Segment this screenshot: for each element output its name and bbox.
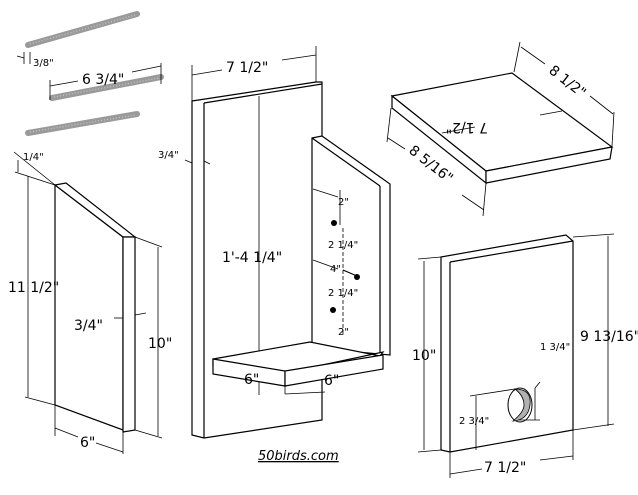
back-thickness-label: 3/4" — [158, 150, 179, 161]
dowel-3 — [25, 111, 140, 136]
dowel-length-label: 6 3/4" — [82, 72, 124, 88]
roof-inner-label: 7 1/2" — [446, 119, 488, 135]
dim-line — [539, 110, 563, 116]
dim-line — [49, 80, 79, 87]
side-panel: 1/4" 11 1/2" 10" 3/4" 6" — [8, 151, 172, 454]
dowel-1-texture — [29, 14, 136, 45]
dim-line — [16, 55, 25, 59]
dim-line — [342, 269, 358, 277]
dim-line — [417, 449, 442, 453]
dim-line — [441, 126, 476, 134]
dowel-spacing-4: 2 1/4" — [328, 288, 358, 299]
dim-line — [203, 160, 211, 165]
dowel-hole-2 — [354, 274, 360, 280]
dim-line — [449, 468, 483, 475]
front-edge — [449, 240, 574, 263]
dim-line — [14, 171, 56, 186]
entrance-hole-depth — [511, 388, 531, 422]
dim-line — [417, 256, 442, 260]
back-width-label: 7 1/2" — [226, 60, 268, 76]
roof: 8 1/2" 7 1/2" 8 5/16" — [386, 41, 615, 217]
dim-line — [131, 65, 162, 73]
dim-line — [54, 427, 79, 438]
dowel-hole-3 — [330, 307, 336, 313]
back-edge — [203, 83, 323, 104]
dim-line — [482, 182, 487, 217]
dim-line — [95, 442, 124, 453]
inner-side-edge — [311, 137, 381, 187]
dim-line — [312, 188, 339, 198]
dim-line — [520, 46, 546, 65]
dim-line — [284, 391, 326, 395]
hole-height-label: 2 3/4" — [459, 416, 489, 427]
dim-line — [611, 111, 615, 147]
dim-line — [312, 259, 339, 270]
dowel-diameter-label: 3/8" — [33, 58, 54, 69]
back-panel: 6" 6" 7 1/2" 3/4" 1'-4 1/4" 2" 2 1/4" 4"… — [158, 46, 391, 439]
floor-depth-label: 6" — [244, 372, 259, 388]
dim-line — [13, 151, 56, 186]
inner-side — [311, 135, 391, 356]
credit-link[interactable]: 50birds.com — [258, 449, 339, 464]
side-thickness-label: 3/4" — [74, 318, 103, 334]
front-width-label: 7 1/2" — [484, 460, 526, 476]
dim-line — [469, 388, 516, 397]
dim-line — [589, 95, 614, 115]
dowel-spacing-2: 2 1/4" — [328, 240, 358, 251]
dim-line — [461, 194, 485, 211]
dowel-spacing-3: 4" — [330, 264, 341, 275]
dim-line — [572, 423, 615, 431]
dim-line — [134, 429, 163, 439]
dowel-spacing-1: 2" — [338, 197, 349, 208]
front-panel: 10" 9 13/16" 7 1/2" 1 3/4" 2 3/4" — [412, 233, 638, 478]
dim-line — [386, 107, 392, 143]
side-depth-label: 6" — [80, 435, 95, 451]
side-back-height-label: 11 1/2" — [8, 280, 59, 296]
side-front-edge — [122, 236, 136, 433]
dowels: 3/8" 6 3/4" — [16, 11, 164, 136]
dim-line — [191, 69, 223, 76]
dim-line — [184, 159, 193, 164]
side-front-height-label: 10" — [148, 336, 172, 352]
back-height-label: 1'-4 1/4" — [222, 250, 282, 266]
front-right-height-label: 9 13/16" — [580, 329, 638, 345]
dim-line — [134, 312, 147, 316]
front-left-height-label: 10" — [412, 348, 436, 364]
dim-line — [534, 381, 541, 389]
dim-line — [281, 54, 317, 61]
floor-width-label: 6" — [324, 373, 339, 389]
dim-line — [134, 236, 163, 248]
dim-line — [572, 233, 615, 238]
dim-line — [24, 396, 56, 406]
dim-line — [539, 455, 574, 461]
roof-width-label: 8 1/2" — [546, 63, 589, 102]
hole-diameter-label: 1 3/4" — [540, 342, 570, 353]
dowel-hole-1 — [331, 220, 337, 226]
floor-side — [284, 354, 384, 387]
dim-line — [387, 137, 406, 150]
dim-line — [513, 41, 521, 73]
side-angle-label: 1/4" — [23, 152, 44, 163]
roof-side-edge — [485, 146, 613, 184]
dowel-spacing-5: 2" — [338, 327, 349, 338]
